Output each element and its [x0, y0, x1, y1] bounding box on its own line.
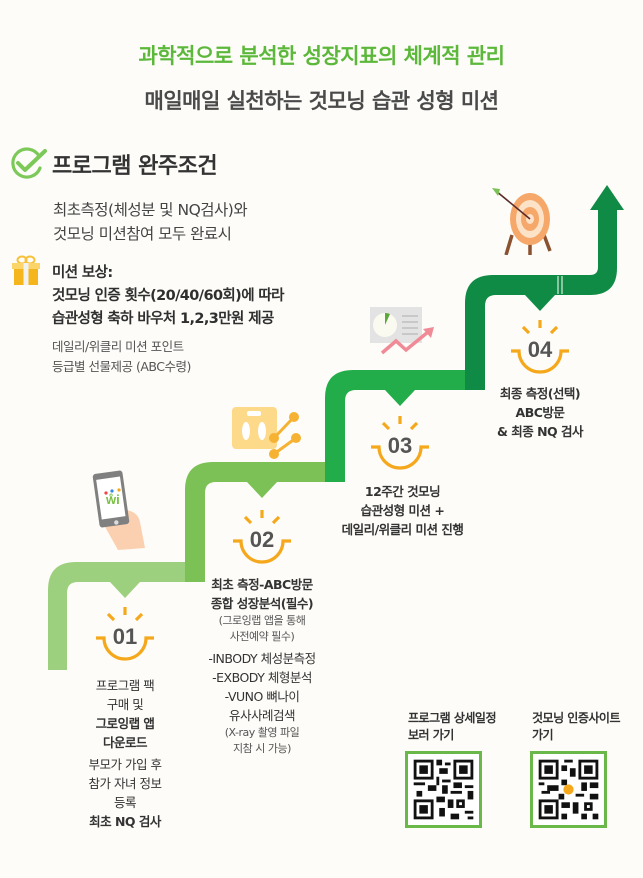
- chart-growth-icon: [370, 307, 434, 355]
- target-icon: [492, 188, 552, 255]
- headline-green: 과학적으로 분석한 성장지표의 체계적 관리: [138, 44, 505, 68]
- step-03-description: 12주간 것모닝 습관성형 미션 + 데일리/위클리 미션 진행: [341, 484, 464, 537]
- scale-icon: [232, 407, 301, 459]
- step-badge-03: 03: [365, 414, 435, 476]
- sunburst-icon: [233, 510, 291, 564]
- qr-code-schedule[interactable]: [405, 751, 482, 828]
- step-badge-04: 04: [505, 318, 575, 380]
- gift-icon: [12, 255, 40, 285]
- sunburst-icon: [511, 320, 569, 374]
- phone-app-icon: ẘi: [92, 470, 145, 550]
- qr-label-schedule: 프로그램 상세일정 보러 가기: [408, 711, 497, 742]
- svg-text:ẘi: ẘi: [105, 492, 120, 507]
- step-01-description: 프로그램 팩 구매 및 그로잉랩 앱 다운로드 부모가 가입 후 참가 자녀 정…: [88, 678, 162, 829]
- step-number: 04: [527, 337, 553, 362]
- sunburst-icon: [96, 607, 154, 661]
- qr-label-certification: 것모닝 인증사이트 가기: [532, 711, 621, 742]
- step-number: 03: [387, 433, 413, 458]
- check-circle-icon: [11, 147, 47, 179]
- headline-dark: 매일매일 실천하는 것모닝 습관 성형 미션: [144, 89, 500, 113]
- completion-description: 최초측정(체성분 및 NQ검사)와 것모닝 미션참여 모두 완료시: [53, 201, 248, 243]
- qr-code-icon: [533, 754, 604, 825]
- step-number: 01: [112, 624, 138, 649]
- qr-code-certification[interactable]: [530, 751, 607, 828]
- completion-title: 프로그램 완주조건: [52, 154, 218, 179]
- step-badge-01: 01: [90, 605, 160, 667]
- reward-note: 데일리/위클리 미션 포인트 등급별 선물제공 (ABC수령): [52, 339, 191, 374]
- step-number: 02: [249, 527, 275, 552]
- step-badge-02: 02: [227, 508, 297, 570]
- step-04-description: 최종 측정(선택) ABC방문 & 최종 NQ 검사: [496, 386, 584, 439]
- step-02-description: 최초 측정-ABC방문 종합 성장분석(필수) (그로잉랩 앱을 통해 사전예약…: [208, 577, 316, 755]
- reward-text: 미션 보상: 것모닝 인증 횟수(20/40/60회)에 따라 습관성형 축하 …: [52, 265, 284, 327]
- sunburst-icon: [371, 416, 429, 470]
- qr-code-icon: [408, 754, 479, 825]
